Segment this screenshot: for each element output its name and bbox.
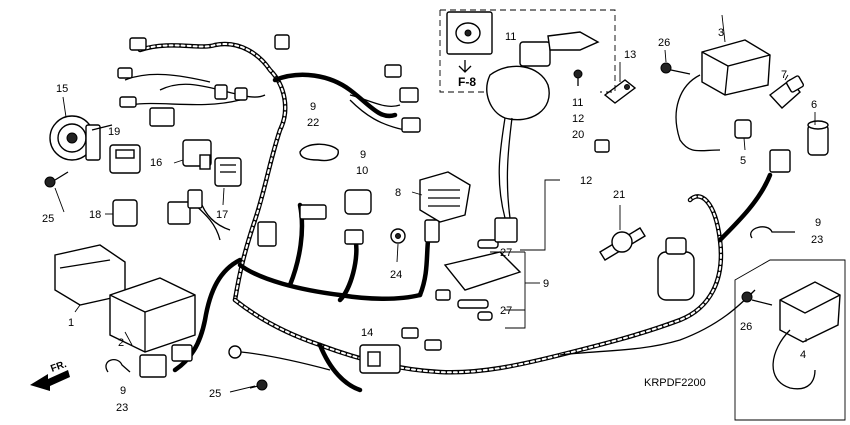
ignition-switch-part-11 xyxy=(486,31,600,243)
horn-part-15 xyxy=(49,115,113,161)
callout-26-lower: 26 xyxy=(740,321,752,333)
callout-3: 3 xyxy=(718,27,724,39)
connector-part-14 xyxy=(359,344,401,374)
callout-9-fusebox: 9 xyxy=(543,278,549,290)
harness-connectors xyxy=(117,34,791,378)
cdi-unit-part-2 xyxy=(109,277,196,353)
plug-cap-part-7 xyxy=(768,75,805,109)
callout-27-lower: 27 xyxy=(500,305,512,317)
clamp-part-22 xyxy=(299,143,339,162)
callout-7: 7 xyxy=(781,69,787,81)
callout-10: 10 xyxy=(356,165,368,177)
callout-23-right: 23 xyxy=(811,234,823,246)
callout-20: 20 xyxy=(572,129,584,141)
holder-part-10 xyxy=(344,189,372,215)
clip-part-9-lower-left xyxy=(105,359,131,373)
callout-1: 1 xyxy=(68,317,74,329)
callout-24: 24 xyxy=(390,269,402,281)
callout-9-right: 9 xyxy=(815,217,821,229)
callout-9-lower-left: 9 xyxy=(120,385,126,397)
relay-part-19 xyxy=(109,144,141,174)
callout-27-upper: 27 xyxy=(500,247,512,259)
front-arrow: FR. xyxy=(30,359,70,391)
callout-13: 13 xyxy=(624,49,636,61)
ignition-coil-part-3 xyxy=(675,39,771,152)
callout-19: 19 xyxy=(108,126,120,138)
connector-part-17 xyxy=(214,157,242,187)
callout-25-upper: 25 xyxy=(42,213,54,225)
seat-lock-insert xyxy=(446,11,493,73)
diagram-code: KRPDF2200 xyxy=(644,377,706,389)
relay-part-18 xyxy=(112,199,138,227)
callout-5: 5 xyxy=(740,155,746,167)
callout-8: 8 xyxy=(395,187,401,199)
cap-part-5 xyxy=(734,119,752,139)
ground-wire xyxy=(228,345,331,391)
unit-part-16 xyxy=(182,139,212,170)
callout-12-screw: 12 xyxy=(572,113,584,125)
callout-12-switch: 12 xyxy=(580,175,592,187)
band-part-21 xyxy=(599,227,646,261)
reference-label: F-8 xyxy=(458,75,476,89)
callout-4: 4 xyxy=(800,349,806,361)
callout-22: 22 xyxy=(307,117,319,129)
inset-alt-coil xyxy=(734,259,846,421)
callout-14: 14 xyxy=(361,327,373,339)
callout-25-lower: 25 xyxy=(209,388,221,400)
leader-lines xyxy=(54,9,816,393)
callout-11-screw: 11 xyxy=(572,97,583,109)
screw-part-20 xyxy=(573,69,583,86)
main-wire-harness xyxy=(124,41,773,393)
reservoir-bottle xyxy=(657,237,695,301)
cover-part-1 xyxy=(54,244,126,306)
clip-part-9-right xyxy=(750,226,795,239)
callout-26-upper: 26 xyxy=(658,37,670,49)
bolt-part-26-upper xyxy=(660,62,691,75)
callout-17: 17 xyxy=(216,209,228,221)
regulator-part-8 xyxy=(419,171,471,223)
callout-numbers: 15 19 16 25 18 17 1 2 9 23 25 9 22 9 10 … xyxy=(42,27,823,414)
fuse-box-part-9 xyxy=(443,239,522,321)
callout-15: 15 xyxy=(56,83,68,95)
front-label: FR. xyxy=(49,359,68,375)
callout-18: 18 xyxy=(89,209,101,221)
callout-9-clamp: 9 xyxy=(310,101,316,113)
callout-21: 21 xyxy=(613,189,625,201)
callout-9-holder: 9 xyxy=(360,149,366,161)
bolt-part-25-upper xyxy=(44,171,69,188)
callout-6: 6 xyxy=(811,99,817,111)
callout-23-lower-left: 23 xyxy=(116,402,128,414)
plug-part-6 xyxy=(807,120,829,156)
key-part-13 xyxy=(603,79,637,104)
callout-2: 2 xyxy=(118,337,124,349)
callout-11-switch: 11 xyxy=(505,31,516,43)
callout-16: 16 xyxy=(150,157,162,169)
grommet-part-24 xyxy=(390,228,406,244)
